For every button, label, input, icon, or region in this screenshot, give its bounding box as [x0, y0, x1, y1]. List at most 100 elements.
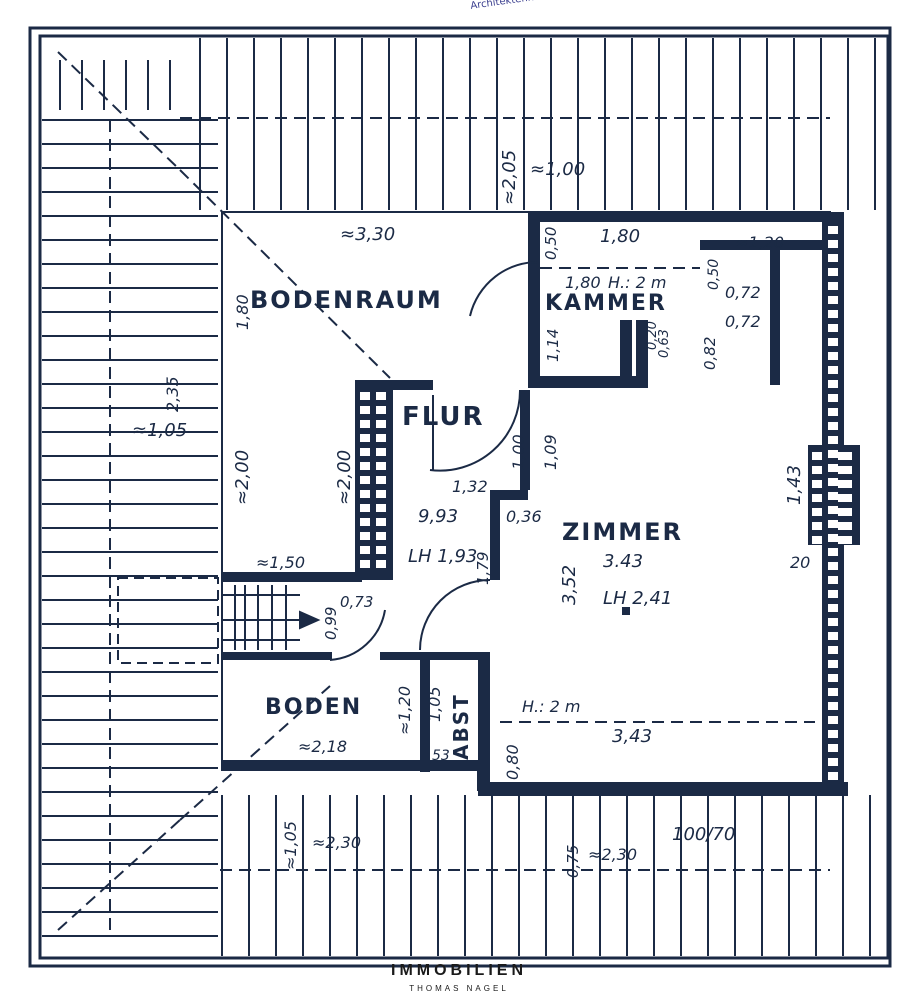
chimney-brick: [828, 422, 838, 430]
dim-roof-bottom-230b: ≈2,30: [588, 845, 637, 864]
dim-082: 0,82: [701, 337, 719, 370]
dim-zimmer-080: 0,80: [503, 744, 522, 780]
dim-flur-wall: ≈2,00: [334, 450, 355, 505]
chimney-brick: [838, 508, 852, 516]
dim-flur-area: 9,93: [418, 506, 458, 527]
chimney-brick: [360, 518, 370, 526]
chimney-brick: [376, 406, 386, 414]
roof-hatching: [42, 38, 876, 956]
brand-name: IMMOBILIEN: [391, 962, 527, 979]
room-flur: FLUR: [402, 402, 485, 432]
room-abst: ABST: [449, 693, 473, 760]
chimney-pattern: [360, 226, 852, 780]
chimney-brick: [828, 604, 838, 612]
chimney-brick: [360, 504, 370, 512]
chimney-brick: [360, 434, 370, 442]
staircase: [117, 577, 321, 664]
dim-kammer-right: ≈1,20: [735, 233, 784, 252]
chimney-brick: [828, 548, 838, 556]
chimney-brick: [360, 448, 370, 456]
chimney-brick: [828, 408, 838, 416]
chimney-brick: [376, 462, 386, 470]
chimney-brick: [376, 560, 386, 568]
room-bodenraum: BODENRAUM: [250, 286, 443, 314]
dim-flur-100: 1,00: [509, 434, 528, 470]
chimney-brick: [828, 576, 838, 584]
chimney-brick: [376, 476, 386, 484]
chimney-brick: [360, 546, 370, 554]
chimney-brick: [828, 338, 838, 346]
chimney-brick: [360, 476, 370, 484]
chimney-brick: [812, 508, 822, 516]
chimney-brick: [828, 730, 838, 738]
chimney-brick: [828, 492, 838, 500]
dim-roof-left: ≈1,05: [132, 420, 187, 441]
dim-boden-105: 1,05: [425, 686, 444, 722]
chimney-brick: [828, 632, 838, 640]
dim-kammer-width: 1,80: [600, 226, 640, 247]
dim-072b: 0,72: [725, 312, 761, 331]
chimney-brick: [376, 504, 386, 512]
chimney-brick: [812, 494, 822, 502]
chimney-brick: [828, 254, 838, 262]
dim-roof-top2: ≈1,00: [530, 159, 585, 180]
chimney-brick: [828, 534, 838, 542]
chimney-brick: [360, 462, 370, 470]
chimney-brick: [828, 268, 838, 276]
chimney-brick: [838, 452, 852, 460]
chimney-brick: [376, 448, 386, 456]
brand-subtitle: THOMAS NAGEL: [409, 984, 509, 993]
dim-050b: 0,50: [706, 259, 722, 290]
chimney-brick: [376, 420, 386, 428]
dim-bodenraum-left: 1,80: [233, 294, 252, 330]
chimney-brick: [828, 366, 838, 374]
dim-kammer-depth: 0,50: [542, 227, 560, 260]
chimney-brick: [828, 520, 838, 528]
dim-stair-073: 0,73: [340, 593, 373, 611]
dim-072a: 0,72: [725, 283, 761, 302]
dim-height-kammer: H.: 2 m: [608, 273, 666, 292]
chimney-brick: [828, 688, 838, 696]
chimney-brick: [360, 420, 370, 428]
chimney-brick: [828, 282, 838, 290]
chimney-brick: [360, 490, 370, 498]
chimney-brick: [376, 392, 386, 400]
chimney-brick: [376, 518, 386, 526]
dim-zimmer-bottom: 3,43: [612, 726, 652, 747]
dim-boden-120: ≈1,20: [395, 686, 414, 735]
dim-flur-left: ≈2,00: [232, 450, 253, 505]
chimney-brick: [828, 296, 838, 304]
roof-outline: [28, 26, 892, 968]
dim-window: 100/70: [672, 824, 735, 845]
chimney-brick: [812, 480, 822, 488]
dim-boden-53: 53: [432, 748, 450, 764]
chimney-brick: [812, 466, 822, 474]
dim-flur-109: 1,09: [541, 434, 560, 470]
chimney-brick: [828, 744, 838, 752]
center-marker: [622, 607, 630, 615]
dim-114: 1,14: [544, 329, 562, 362]
dim-roof-bottom-105: ≈1,05: [281, 821, 300, 870]
room-boden: BODEN: [265, 695, 362, 720]
dim-roof-bottom-075: 0,75: [564, 845, 582, 878]
chimney-brick: [828, 450, 838, 458]
chimney-brick: [828, 618, 838, 626]
chimney-brick: [838, 494, 852, 502]
dim-flur-lh: LH 1,93: [408, 546, 477, 567]
chimney-brick: [376, 434, 386, 442]
hip-lines: [57, 51, 830, 931]
dim-flur-036: 0,36: [506, 507, 542, 526]
chimney-brick: [828, 464, 838, 472]
dim-zimmer-height: H.: 2 m: [522, 697, 580, 716]
chimney-brick: [828, 562, 838, 570]
dim-roof-top: ≈2,05: [499, 150, 520, 205]
chimney-brick: [838, 466, 852, 474]
chimney-brick: [828, 240, 838, 248]
chimney-brick: [812, 452, 822, 460]
dim-zimmer-352: 3,52: [559, 565, 580, 605]
chimney-brick: [360, 560, 370, 568]
chimney-brick: [828, 310, 838, 318]
chimney-brick: [376, 490, 386, 498]
chimney-brick: [828, 352, 838, 360]
